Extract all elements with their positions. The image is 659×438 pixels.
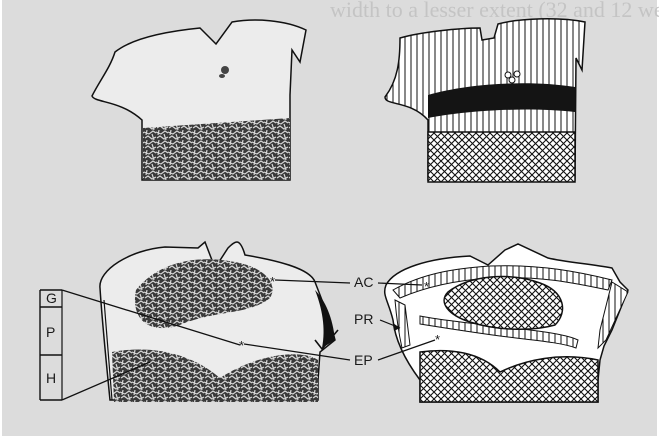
label-ep: EP bbox=[354, 352, 373, 368]
label-pr: PR bbox=[354, 311, 373, 327]
svg-text:*: * bbox=[424, 279, 429, 294]
bleed-through-text: width to a lesser extent (32 and 12 wee bbox=[330, 0, 659, 22]
label-ac: AC bbox=[354, 274, 373, 290]
zone-label-g: G bbox=[46, 290, 57, 306]
svg-text:*: * bbox=[435, 332, 440, 347]
svg-text:*: * bbox=[270, 274, 275, 289]
diagram-bottom-right bbox=[385, 244, 628, 402]
zone-label-p: P bbox=[46, 324, 55, 340]
svg-text:*: * bbox=[239, 338, 244, 353]
zone-label-h: H bbox=[46, 370, 56, 386]
